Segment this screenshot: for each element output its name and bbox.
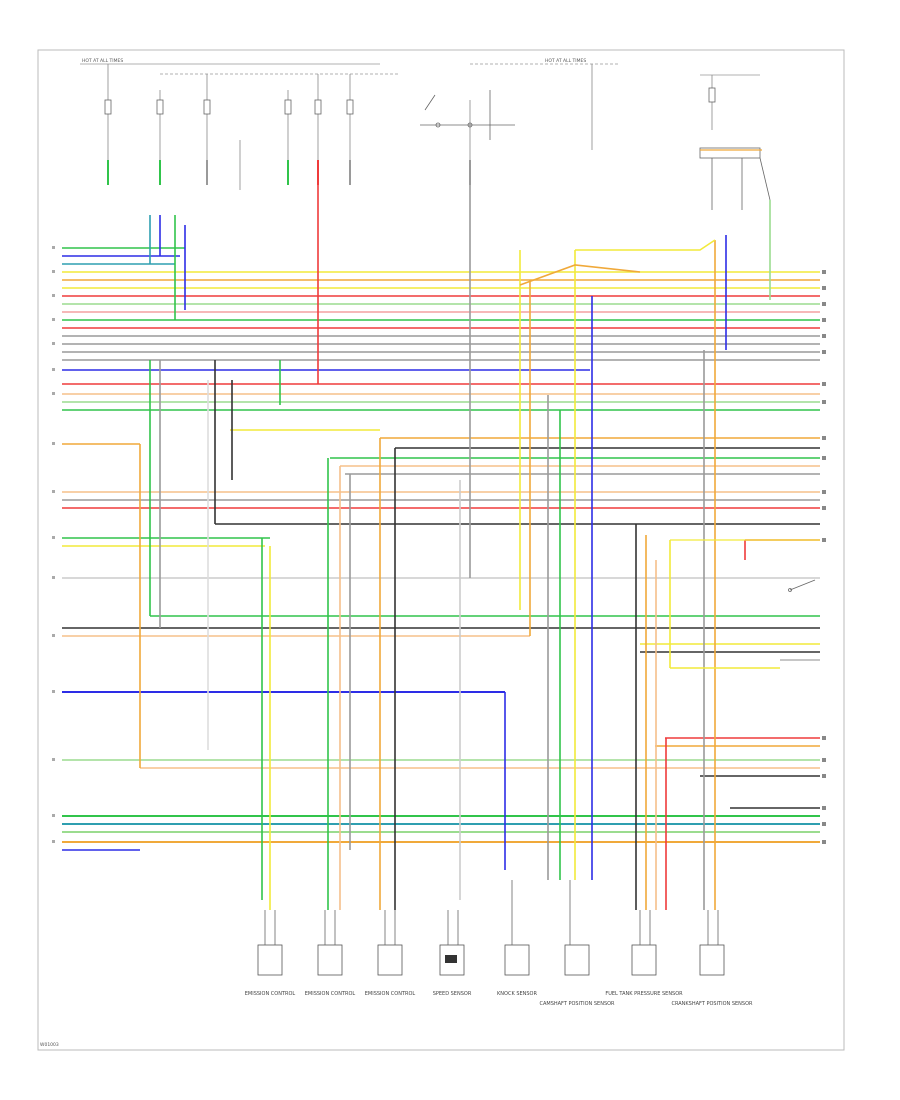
- horizontal-wires-middle: [62, 429, 820, 547]
- speed-sensor-body: [445, 955, 457, 963]
- diagram-frame: [37, 49, 845, 1051]
- relay-switch: [420, 90, 515, 140]
- connector-stubs: [107, 160, 471, 185]
- component-label-6: CAMSHAFT POSITION SENSOR: [539, 1001, 615, 1007]
- right-terminals: [822, 270, 826, 844]
- horizontal-wires-lower: [62, 577, 820, 851]
- power-bus: [80, 63, 760, 76]
- horizontal-wires-upper: [62, 247, 820, 411]
- right-switch: [780, 579, 820, 661]
- footer-code: W01003: [40, 1042, 59, 1048]
- fuse-symbols: [104, 87, 716, 115]
- component-label-8: CRANKSHAFT POSITION SENSOR: [671, 1001, 753, 1007]
- component-label-2: EMISSION CONTROL: [305, 991, 356, 997]
- component-label-7: FUEL TANK PRESSURE SENSOR: [605, 991, 683, 997]
- component-label-4: SPEED SENSOR: [433, 991, 472, 997]
- right-top-module: [699, 147, 771, 210]
- component-label-1: EMISSION CONTROL: [245, 991, 296, 997]
- left-terminals: [52, 246, 55, 843]
- component-label-3: EMISSION CONTROL: [365, 991, 416, 997]
- vertical-wires: [139, 185, 771, 910]
- bottom-connectors: [257, 944, 725, 976]
- connector-pins: [264, 880, 719, 945]
- top-label-right: HOT AT ALL TIMES: [545, 58, 586, 64]
- fuse-drops: [107, 64, 713, 190]
- wire-yellow-loop: [519, 239, 820, 669]
- top-label-left: HOT AT ALL TIMES: [82, 58, 123, 64]
- component-label-5: KNOCK SENSOR: [497, 991, 537, 997]
